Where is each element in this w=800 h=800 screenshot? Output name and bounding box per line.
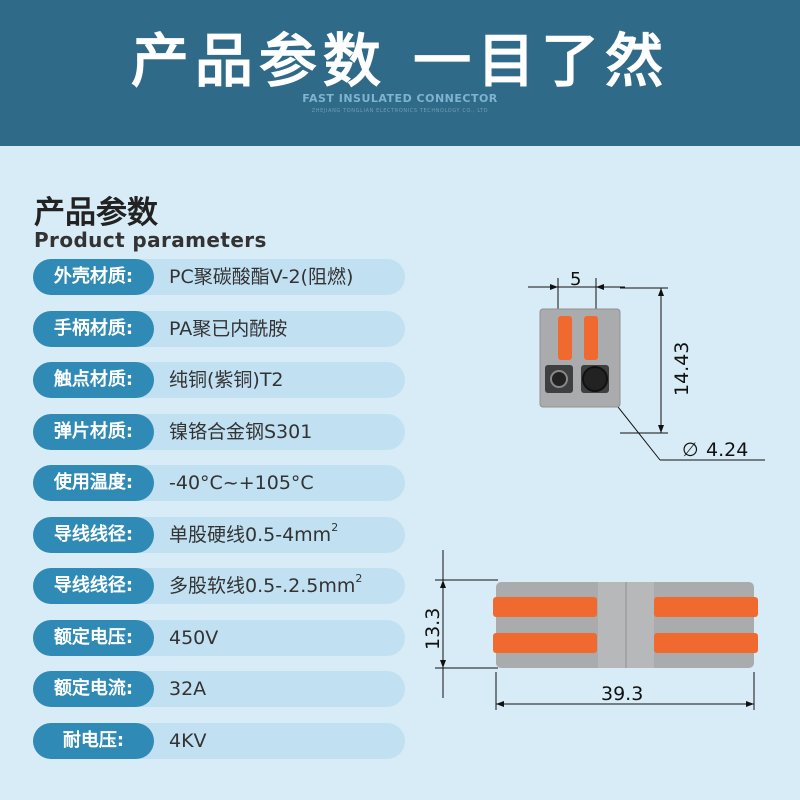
front-view-lever xyxy=(654,633,758,653)
param-label: 使用温度: xyxy=(33,465,154,501)
param-label: 弹片材质: xyxy=(33,413,154,450)
front-view-lever xyxy=(654,597,758,617)
param-value: -40°C~+105°C xyxy=(169,472,314,494)
header-banner: 产品参数 一目了然 FAST INSULATED CONNECTOR ZHEJI… xyxy=(0,0,800,146)
superscript: 2 xyxy=(331,520,339,534)
front-view-lever xyxy=(493,633,597,653)
dim-height-front: 13.3 xyxy=(422,608,444,650)
param-row-temperature: 使用温度: -40°C~+105°C xyxy=(33,465,405,501)
side-view-lever xyxy=(558,316,572,360)
param-value: 多股软线0.5-.2.5mm2 xyxy=(169,568,362,604)
param-label: 导线线径: xyxy=(33,516,154,553)
parameter-list: 外壳材质: PC聚碳酸酯V-2(阻燃) 手柄材质: PA聚已内酰胺 触点材质: … xyxy=(33,259,405,774)
param-value: 单股硬线0.5-4mm2 xyxy=(169,517,338,553)
wire-hole xyxy=(582,366,608,392)
dim-length-front: 39.3 xyxy=(601,683,643,705)
param-row-rated-current: 额定电流: 32A xyxy=(33,671,405,707)
param-label: 手柄材质: xyxy=(33,310,154,347)
param-value-text: 多股软线0.5-.2.5mm xyxy=(169,575,356,597)
param-value: 镍铬合金钢S301 xyxy=(169,420,313,443)
param-row-rated-voltage: 额定电压: 450V xyxy=(33,619,405,656)
section-title-en: Product parameters xyxy=(34,228,267,252)
front-view-lever xyxy=(493,597,597,617)
dim-hole-diameter: 4.24 xyxy=(706,439,748,461)
side-view-lever xyxy=(584,316,598,360)
param-value: 32A xyxy=(169,678,207,700)
param-row-handle-material: 手柄材质: PA聚已内酰胺 xyxy=(33,310,405,347)
banner-title: 产品参数 一目了然 xyxy=(130,27,670,95)
param-row-stranded-wire: 导线线径: 多股软线0.5-.2.5mm2 xyxy=(33,568,405,604)
section-title-cn: 产品参数 xyxy=(34,195,158,231)
diameter-symbol: ∅ xyxy=(682,439,699,461)
dim-height-side: 14.43 xyxy=(671,342,693,396)
param-label: 额定电压: xyxy=(33,619,154,656)
param-value: PC聚碳酸酯V-2(阻燃) xyxy=(169,266,354,288)
param-row-withstand-voltage: 耐电压: 4KV xyxy=(33,722,405,759)
dim-width-top: 5 xyxy=(570,269,581,290)
param-value: PA聚已内酰胺 xyxy=(169,317,288,340)
param-value: 450V xyxy=(169,626,219,649)
banner-company: ZHEJIANG TONGLIAN ELECTRONICS TECHNOLOGY… xyxy=(311,108,489,114)
param-value-text: 单股硬线0.5-4mm xyxy=(169,523,332,546)
param-label: 导线线径: xyxy=(33,568,154,604)
param-row-shell-material: 外壳材质: PC聚碳酸酯V-2(阻燃) xyxy=(33,259,405,295)
param-label: 耐电压: xyxy=(33,722,154,759)
param-value: 4KV xyxy=(169,729,207,752)
param-row-contact-material: 触点材质: 纯铜(紫铜)T2 xyxy=(33,362,405,398)
param-label: 触点材质: xyxy=(33,362,154,398)
param-value: 纯铜(紫铜)T2 xyxy=(169,369,284,391)
param-label: 外壳材质: xyxy=(33,259,154,295)
param-label: 额定电流: xyxy=(33,671,154,707)
banner-subtitle: FAST INSULATED CONNECTOR xyxy=(302,92,498,105)
superscript: 2 xyxy=(355,572,363,585)
param-row-spring-material: 弹片材质: 镍铬合金钢S301 xyxy=(33,413,405,450)
param-row-solid-wire: 导线线径: 单股硬线0.5-4mm2 xyxy=(33,516,405,553)
